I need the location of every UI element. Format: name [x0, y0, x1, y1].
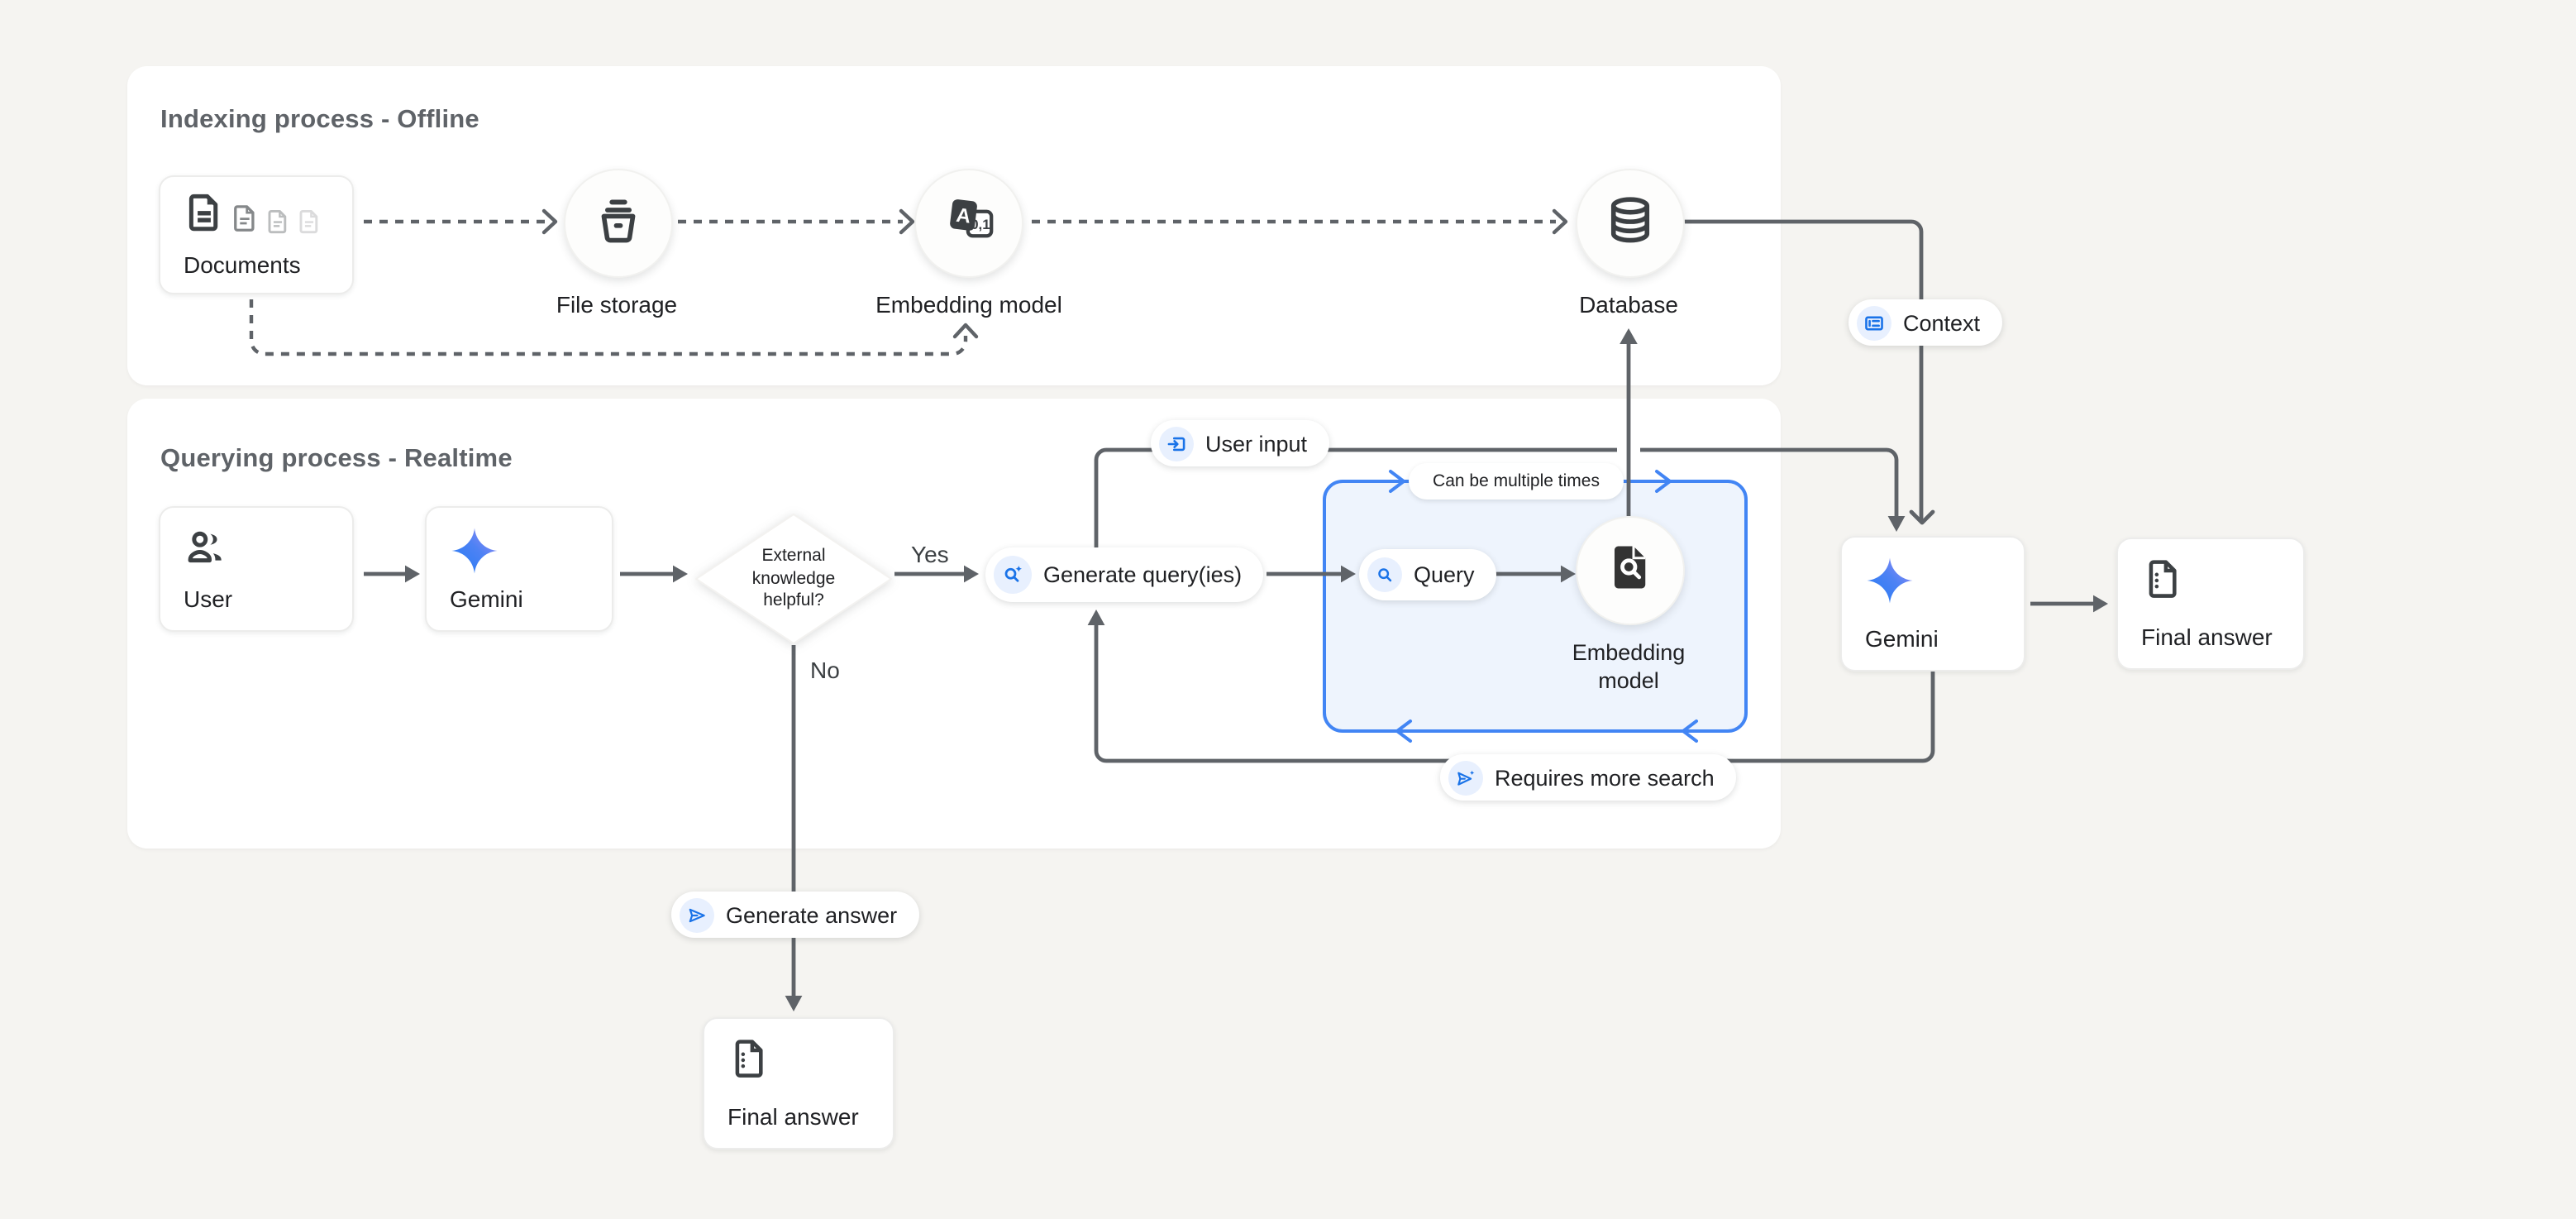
user-input-badge-label: User input — [1205, 431, 1308, 456]
node-final-answer-right: Final answer — [2116, 538, 2305, 670]
document-notes-icon — [2141, 557, 2280, 609]
node-user: User — [159, 506, 354, 632]
storage-bucket-icon — [592, 193, 645, 254]
document-notes-icon — [727, 1037, 870, 1088]
node-embedding-model-query — [1576, 516, 1685, 625]
gemini-right-label: Gemini — [1865, 625, 1939, 652]
search-spark-icon — [994, 556, 1032, 594]
context-panel-icon — [1857, 305, 1891, 340]
node-documents: Documents — [159, 175, 354, 294]
context-badge: Context — [1849, 299, 2002, 346]
svg-text:0,1: 0,1 — [971, 216, 990, 232]
context-badge-label: Context — [1903, 310, 1981, 335]
input-arrow-icon — [1159, 426, 1194, 461]
final-answer-bottom-label: Final answer — [727, 1103, 859, 1130]
generate-queries-label: Generate query(ies) — [1043, 562, 1243, 587]
search-icon — [1367, 557, 1402, 592]
gemini-spark-icon — [450, 526, 589, 584]
svg-text:A: A — [955, 203, 972, 227]
context-arrowhead — [1909, 509, 1935, 525]
database-label: Database — [1579, 291, 1678, 318]
requires-more-search-badge: Requires more search — [1440, 754, 1736, 801]
gemini-label: Gemini — [450, 586, 523, 612]
edge-label-yes: Yes — [911, 541, 949, 567]
documents-label: Documents — [184, 251, 301, 278]
send-spark-icon — [1448, 760, 1483, 795]
node-database — [1576, 169, 1685, 278]
node-generate-queries: Generate query(ies) — [985, 547, 1264, 602]
document-search-icon — [1605, 542, 1655, 600]
loop-note: Can be multiple times — [1409, 463, 1624, 500]
indexing-panel-title: Indexing process - Offline — [160, 106, 479, 134]
users-icon — [184, 526, 329, 579]
document-stack-icon — [184, 192, 329, 235]
node-gemini: Gemini — [425, 506, 613, 632]
embedding-model-offline-label: Embedding model — [875, 291, 1062, 318]
querying-panel-title: Querying process - Realtime — [160, 445, 513, 473]
node-final-answer-bottom: Final answer — [703, 1017, 894, 1150]
file-storage-label: File storage — [556, 291, 678, 318]
generate-answer-badge: Generate answer — [671, 892, 919, 938]
requires-more-search-badge-label: Requires more search — [1495, 765, 1715, 790]
final-answer-right-label: Final answer — [2141, 624, 2273, 650]
query-label: Query — [1414, 562, 1475, 587]
generate-answer-badge-label: Generate answer — [726, 902, 898, 927]
node-gemini-right: Gemini — [1840, 536, 2025, 672]
send-icon — [680, 897, 714, 932]
database-cylinder-icon — [1604, 193, 1657, 254]
edge-label-no: No — [810, 657, 840, 683]
decision-text: External knowledge helpful? — [751, 546, 836, 610]
node-query: Query — [1359, 549, 1496, 600]
user-input-badge: User input — [1151, 420, 1329, 466]
node-decision — [694, 513, 893, 653]
user-label: User — [184, 586, 233, 612]
embedding-model-query-label: Embedding model — [1572, 640, 1686, 693]
gemini-spark-icon — [1865, 556, 2001, 614]
node-file-storage — [564, 169, 673, 278]
multi-query-loop-box — [1323, 480, 1748, 733]
